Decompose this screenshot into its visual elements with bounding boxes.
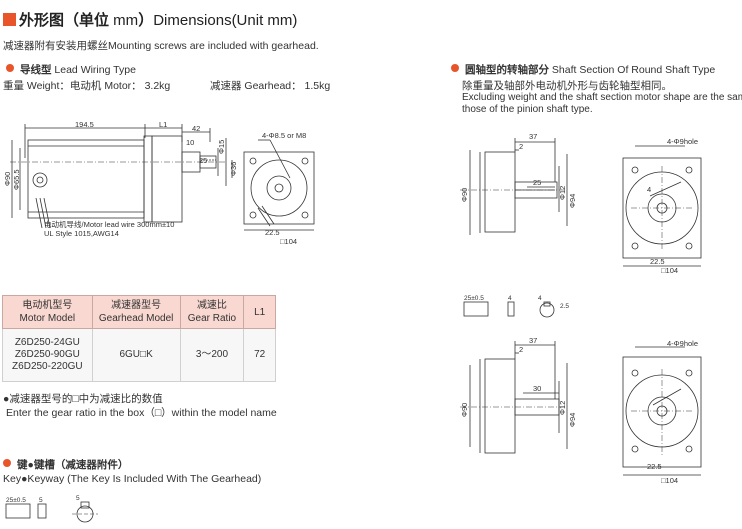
key-dim-5: 5 xyxy=(39,497,43,504)
key-dim-25: 25±0.5 xyxy=(6,497,26,504)
th-l1: L1 xyxy=(243,295,276,329)
gear-note-cn: ●减速器型号的□中为减速比的数值 xyxy=(3,393,163,405)
table-row: Z6D250-24GU Z6D250-90GU Z6D250-220GU 6GU… xyxy=(2,328,276,382)
r1-dim-phi90: Φ90 xyxy=(460,188,469,202)
bullet-icon xyxy=(451,64,459,72)
r2-hole-label: 4-Φ9hole xyxy=(667,339,698,348)
dim-25: 25 xyxy=(199,156,207,165)
weight-gearhead: 减速器 Gearhead： 1.5kg xyxy=(210,80,331,92)
title-cn: 外形图（单位 xyxy=(19,12,110,29)
r2-dim-phi90: Φ90 xyxy=(460,403,469,417)
key-dim-5b: 5 xyxy=(76,495,80,502)
dim-phi90: Φ90 xyxy=(3,172,12,186)
round-shaft-en: Shaft Section Of Round Shaft Type xyxy=(549,64,716,76)
lead-wire-cn: 导线型 xyxy=(20,64,52,76)
r2-dim-22-5: 22.5 xyxy=(647,462,662,471)
key-drawing: 25±0.5 5 5 xyxy=(5,495,98,523)
r2-dim-phi12: Φ12 xyxy=(558,401,567,415)
sk-dim-25: 25±0.5 xyxy=(464,295,484,302)
cell-models: Z6D250-24GU Z6D250-90GU Z6D250-220GU xyxy=(2,328,93,382)
round-shaft-desc-en-2: those of the pinion shaft type. xyxy=(462,104,593,115)
key-title-cn: 键●键槽（减速器附件） xyxy=(17,459,129,471)
gear-note-en: Enter the gear ratio in the box（□）within… xyxy=(6,407,277,419)
cell-l1: 72 xyxy=(243,328,276,382)
dim-phi36: Φ36 xyxy=(229,162,238,176)
r2-dim-37: 37 xyxy=(529,337,537,345)
sk-dim-4b: 4 xyxy=(538,295,542,302)
hole-label: 4-Φ8.5 or M8 xyxy=(262,131,306,140)
dim-10: 10 xyxy=(186,138,194,147)
round-shaft-desc-cn: 除重量及轴部外电动机外形与齿轮轴型相同。 xyxy=(462,80,672,92)
cell-gearhead: 6GU□K xyxy=(91,328,181,382)
dim-42: 42 xyxy=(192,124,200,133)
dim-22-5: 22.5 xyxy=(265,228,280,237)
r2-dim-30: 30 xyxy=(533,384,541,393)
page-title: 外形图（单位 mm）Dimensions(Unit mm) xyxy=(3,9,297,30)
main-motor-drawing: 194.5 L1 42 10 25 Φ90 Φ65.5 Φ36 Φ15 4-Φ8… xyxy=(3,120,315,246)
round-shaft-drawing-2: 37 2 30 Φ90 Φ12 Φ94 4-Φ9hole 22.5 □104 xyxy=(460,337,702,485)
dim-phi65-5: Φ65.5 xyxy=(12,169,21,190)
key-heading: 键●键槽（减速器附件） xyxy=(3,457,128,472)
lead-wire-heading: 导线型 Lead Wiring Type xyxy=(6,62,136,77)
cell-ratio: 3～200 xyxy=(179,328,245,382)
title-marker-icon xyxy=(3,13,16,26)
r2-dim-2: 2 xyxy=(519,345,523,354)
lead-wire-en: Lead Wiring Type xyxy=(51,64,136,76)
note-screws: 减速器附有安装用螺丝Mounting screws are included w… xyxy=(3,40,319,52)
model-220: Z6D250-220GU xyxy=(12,361,83,372)
wire-label-1: 电动机导线/Motor lead wire 300mm±10 xyxy=(44,220,175,229)
small-key-drawing: 25±0.5 4 4 2.5 xyxy=(463,295,569,318)
r1-dim-2: 2 xyxy=(519,142,523,151)
r1-dim-22-5: 22.5 xyxy=(650,257,665,266)
r1-dim-phi12: Φ12 xyxy=(558,186,567,200)
title-unit: mm xyxy=(109,12,139,29)
r1-dim-37: 37 xyxy=(529,132,537,141)
r1-hole-label: 4-Φ9hole xyxy=(667,137,698,146)
model-24: Z6D250-24GU xyxy=(14,337,80,348)
bullet-icon xyxy=(3,459,11,467)
wire-label-2: UL Style 1015,AWG14 xyxy=(44,229,119,238)
round-shaft-heading: 圆轴型的转轴部分 Shaft Section Of Round Shaft Ty… xyxy=(451,62,715,77)
r2-dim-104: □104 xyxy=(661,476,678,485)
round-shaft-drawing-1: 37 2 25 Φ90 Φ12 Φ94 4-Φ9hole 4 22.5 □104 xyxy=(460,132,702,275)
dim-194-5: 194.5 xyxy=(75,120,94,129)
r1-dim-104: □104 xyxy=(661,266,678,275)
title-en: Dimensions(Unit mm) xyxy=(153,12,298,29)
dim-104: □104 xyxy=(280,237,297,246)
title-close: ） xyxy=(138,12,154,29)
weight-motor: 重量 Weight：电动机 Motor： 3.2kg xyxy=(3,80,171,92)
model-90: Z6D250-90GU xyxy=(14,349,80,360)
r2-dim-phi94: Φ94 xyxy=(568,413,577,427)
r1-dim-4: 4 xyxy=(647,185,651,194)
key-title-en: Key●Keyway (The Key Is Included With The… xyxy=(3,473,262,485)
r1-dim-25: 25 xyxy=(533,178,541,187)
dim-phi15: Φ15 xyxy=(217,140,226,154)
round-shaft-cn: 圆轴型的转轴部分 xyxy=(465,64,549,76)
round-shaft-desc-en-1: Excluding weight and the shaft section m… xyxy=(462,92,742,103)
sk-dim-2-5: 2.5 xyxy=(560,303,569,310)
bullet-icon xyxy=(6,64,14,72)
r1-dim-phi94: Φ94 xyxy=(568,194,577,208)
dim-l1: L1 xyxy=(159,120,167,129)
sk-dim-4: 4 xyxy=(508,295,512,302)
